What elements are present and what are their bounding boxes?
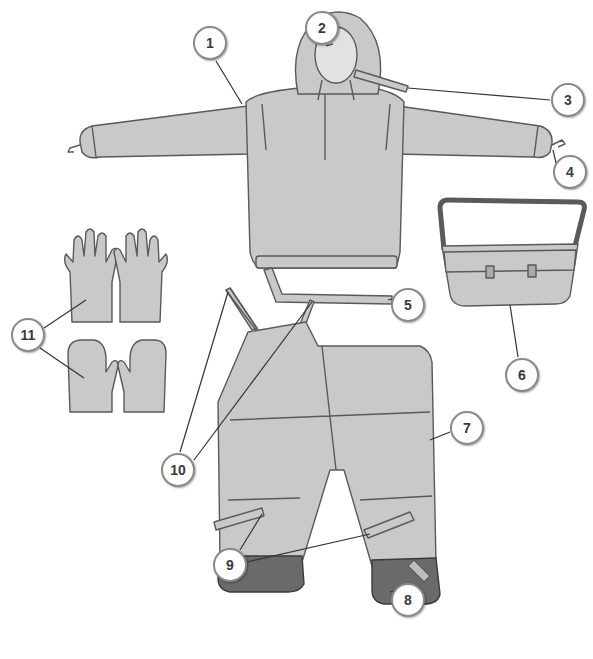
callout-number: 6 — [505, 358, 539, 392]
cuff-tie — [552, 140, 565, 147]
leader-line — [194, 302, 312, 460]
bag-strap — [440, 200, 584, 250]
sleeve-cuff — [92, 126, 96, 157]
callout-text: 9 — [226, 557, 234, 573]
callout-text: 5 — [404, 297, 412, 313]
leader-line — [240, 514, 262, 550]
callout-number: 5 — [391, 288, 425, 322]
callout-text: 10 — [170, 462, 186, 478]
leader-line — [216, 61, 242, 104]
leader-line — [40, 348, 84, 378]
leg-strap — [214, 508, 264, 530]
right-sleeve — [394, 106, 552, 157]
boot-tie — [408, 560, 430, 582]
bag-buckle — [528, 265, 536, 277]
leader-line — [247, 534, 370, 562]
hood-drawstring — [318, 80, 354, 100]
callout-number: 10 — [161, 453, 195, 487]
leader-line — [510, 305, 518, 357]
jacket-body — [246, 88, 404, 268]
callout-text: 11 — [21, 327, 36, 343]
leader-line — [408, 88, 550, 100]
callout-text: 8 — [404, 592, 412, 608]
callout-text: 3 — [564, 92, 572, 108]
callout-number: 11 — [11, 318, 45, 352]
jacket-hem-band — [256, 256, 397, 268]
five-finger-glove — [114, 229, 167, 322]
cuff-tie — [68, 145, 80, 152]
mitten — [68, 340, 118, 412]
protective-trousers — [218, 322, 436, 566]
callout-number: 7 — [450, 411, 484, 445]
suspender — [226, 288, 257, 330]
hood-strap — [354, 70, 408, 92]
waist-strap — [264, 268, 392, 304]
callout-text: 1 — [206, 35, 214, 51]
bag-buckle — [486, 266, 494, 278]
callout-number: 3 — [551, 83, 585, 117]
callout-number: 9 — [213, 548, 247, 582]
left-sleeve — [80, 106, 252, 158]
jacket-seam — [262, 90, 390, 160]
leader-line — [326, 44, 333, 46]
callout-text: 7 — [463, 420, 471, 436]
bag-flap — [444, 250, 576, 272]
trouser-seam — [228, 346, 432, 500]
callout-text: 2 — [318, 20, 326, 36]
callout-number: 1 — [193, 26, 227, 60]
leader-line — [44, 300, 86, 328]
leader-line — [180, 292, 228, 452]
five-finger-glove — [65, 229, 118, 322]
gas-mask-bag — [442, 244, 578, 306]
callout-text: 4 — [566, 164, 574, 180]
leader-line — [430, 432, 450, 440]
callout-number: 4 — [553, 155, 587, 189]
mitten — [118, 340, 166, 412]
callout-number: 8 — [391, 583, 425, 617]
leg-strap — [364, 512, 414, 538]
callout-text: 6 — [518, 367, 526, 383]
sleeve-cuff — [534, 126, 538, 157]
callout-number: 2 — [305, 11, 339, 45]
